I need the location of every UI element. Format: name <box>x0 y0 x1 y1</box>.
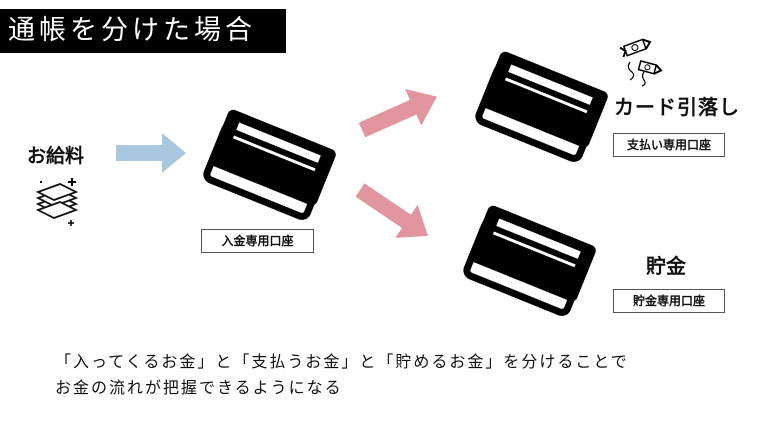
slide-title: 通帳を分けた場合 <box>0 9 286 53</box>
savings-account-label: 貯金専用口座 <box>613 289 725 313</box>
outflow-arrow-savings <box>355 183 428 238</box>
caption-line-1: 「入ってくるお金」と「支払うお金」と「貯めるお金」を分けることで <box>55 352 629 371</box>
deposit-account-label: 入金専用口座 <box>201 229 314 253</box>
passbook-icon-savings <box>462 204 597 316</box>
outflow-arrow-payment <box>358 88 437 138</box>
caption-line-2: お金の流れが把握できるようになる <box>55 378 343 397</box>
salary-label: お給料 <box>27 145 85 167</box>
card-debit-heading: カード引落し <box>614 95 740 119</box>
passbook-icon-deposit <box>202 108 337 220</box>
money-stack-icon <box>35 178 79 226</box>
payment-account-label: 支払い専用口座 <box>613 133 725 157</box>
inflow-arrow <box>116 133 186 173</box>
savings-heading: 貯金 <box>646 254 686 278</box>
flying-money-icon <box>619 38 663 87</box>
passbook-icon-payment <box>474 50 609 162</box>
